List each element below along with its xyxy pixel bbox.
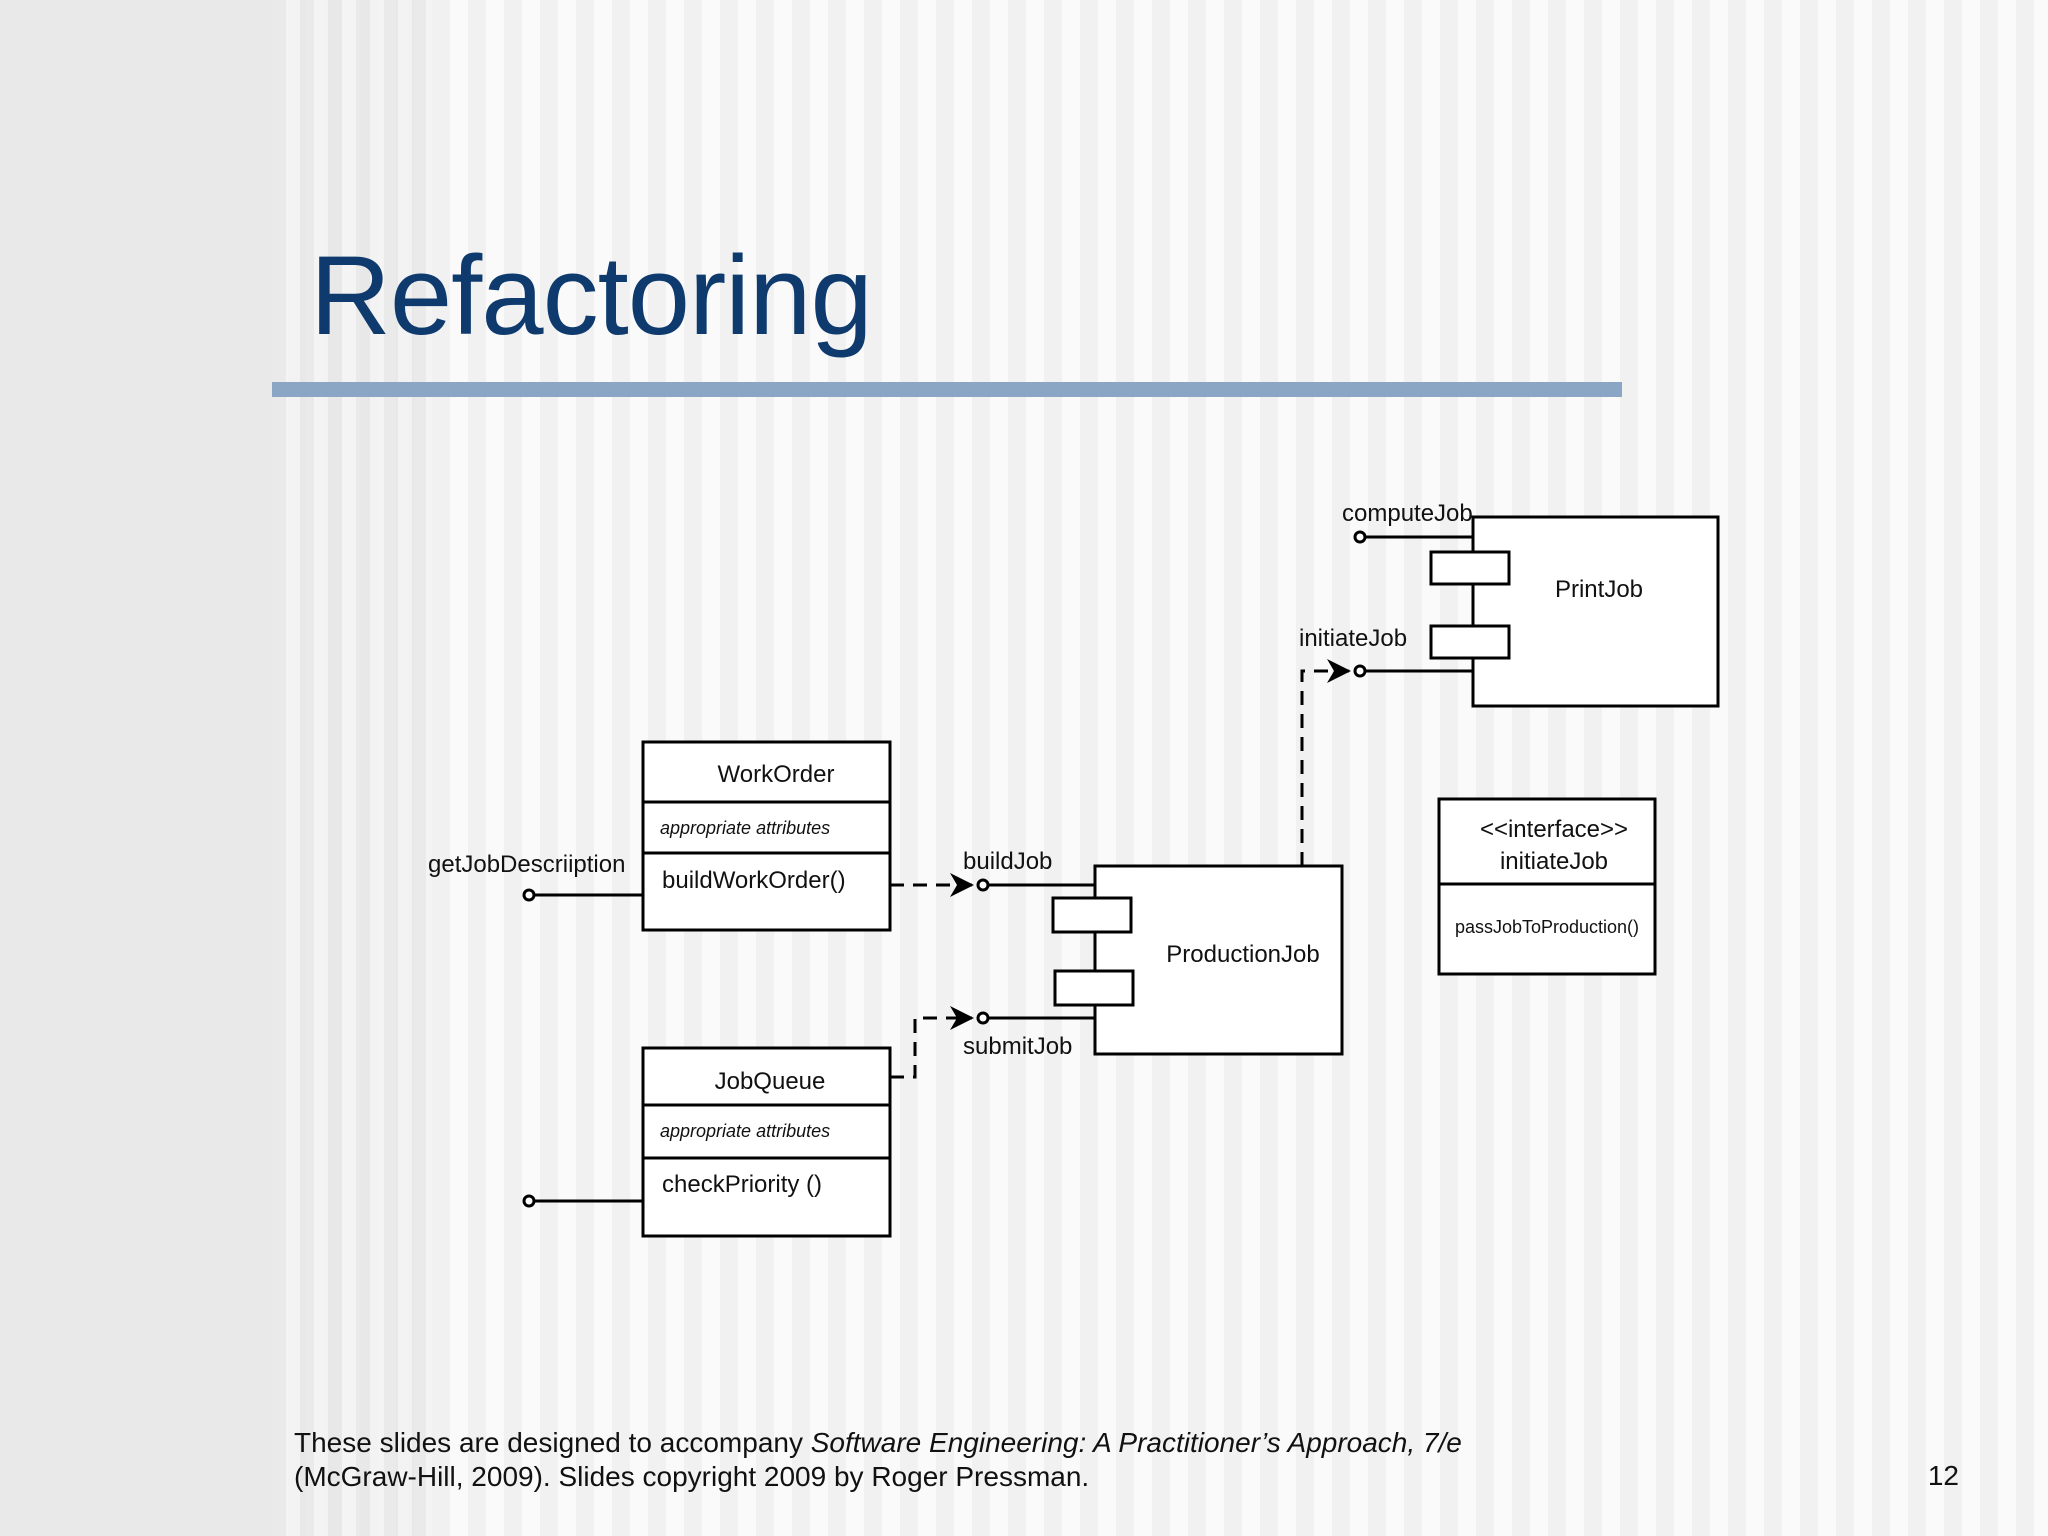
footer-prefix: These slides are designed to accompany: [294, 1427, 811, 1458]
work-order-name: WorkOrder: [718, 761, 835, 788]
work-order-attributes: appropriate attributes: [660, 818, 830, 838]
job-queue-operation: checkPriority (): [662, 1171, 822, 1198]
compute-job-label: computeJob: [1342, 500, 1473, 527]
footer-line-1: These slides are designed to accompany S…: [294, 1426, 1462, 1460]
work-order-class: [641, 740, 892, 932]
job-queue-name: JobQueue: [715, 1068, 826, 1095]
work-order-operation: buildWorkOrder(): [662, 867, 846, 894]
production-job-port-bottom: [1053, 969, 1135, 1007]
submit-job-lollipop: [976, 1011, 990, 1025]
production-job-name: ProductionJob: [1166, 941, 1319, 968]
print-job-port-top: [1429, 550, 1511, 586]
title-underline: [272, 382, 1622, 397]
build-job-label: buildJob: [963, 848, 1052, 875]
get-job-description-label: getJobDescriiption: [428, 851, 625, 878]
dependency-productionjob-to-initiatejob: [1300, 659, 1351, 866]
submit-job-label: submitJob: [963, 1033, 1072, 1060]
job-queue-lollipop: [522, 1194, 536, 1208]
initiate-job-label: initiateJob: [1299, 625, 1407, 652]
print-job-port-bottom: [1429, 624, 1511, 660]
dependency-jobqueue-to-submitjob: [890, 1006, 974, 1079]
interface-operation: passJobToProduction(): [1455, 917, 1639, 937]
footer-book-title: Software Engineering: A Practitioner’s A…: [810, 1427, 1462, 1458]
job-queue-class: [641, 1046, 892, 1238]
build-job-lollipop: [976, 878, 990, 892]
job-queue-attributes: appropriate attributes: [660, 1121, 830, 1141]
print-job-name: PrintJob: [1555, 576, 1643, 603]
production-job-component: [1093, 864, 1344, 1056]
initiate-job-lollipop: [1353, 664, 1367, 678]
production-job-port-top: [1051, 896, 1133, 934]
background-bands: [272, 0, 432, 1536]
page-number: 12: [1927, 1460, 1959, 1491]
interface-initiate-job-box: [1437, 797, 1657, 976]
slide-footer: These slides are designed to accompany S…: [294, 1426, 1462, 1494]
compute-job-lollipop: [1353, 530, 1367, 544]
interface-stereotype: <<interface>>: [1480, 816, 1628, 843]
slide-title: Refactoring: [310, 233, 873, 358]
interface-name: initiateJob: [1500, 848, 1608, 875]
footer-line-2: (McGraw-Hill, 2009). Slides copyright 20…: [294, 1461, 1090, 1492]
print-job-component: [1471, 515, 1720, 708]
get-job-description-lollipop: [522, 888, 536, 902]
